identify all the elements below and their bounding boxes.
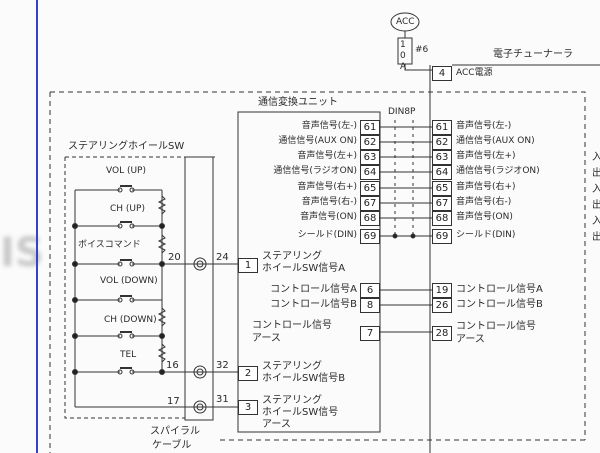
unit-pin: 61 [360, 120, 380, 135]
unit-signal-label: 音声信号(右-) [301, 197, 357, 207]
pin-20: 20 [168, 252, 181, 263]
unit-pin-8: 8 [360, 298, 380, 313]
unit-pin: 69 [360, 229, 380, 244]
unit-title: 通信変換ユニット [258, 97, 338, 108]
tuner-signal-label: 音声信号(右+) [456, 182, 516, 192]
button-voice-command: ボイスコマンド [78, 240, 141, 250]
steering-a-label: ステアリング [262, 251, 322, 262]
unit-pin: 65 [360, 181, 380, 196]
steering-switch-title: ステアリングホイールSW [68, 141, 185, 152]
tuner-acc-label: ACC電源 [456, 68, 493, 78]
tuner-pin-26: 26 [432, 298, 452, 313]
control-gnd-label: コントロール信号 [252, 320, 332, 331]
unit-pin: 63 [360, 150, 380, 165]
pin-17: 17 [167, 396, 180, 407]
tuner-control-gnd-label: コントロール信号 [456, 321, 536, 332]
tuner-control-a-label: コントロール信号A [456, 284, 543, 295]
tuner-title: 電子チューナーラ [493, 49, 573, 60]
fuse-rating: 10A [400, 40, 407, 72]
unit-signal-label: シールド(DIN) [297, 230, 357, 240]
unit-signal-label: 音声信号(左-) [301, 121, 357, 131]
spiral-cable-label: スパイラル [150, 426, 200, 437]
tuner-pin-28: 28 [432, 326, 452, 341]
steering-dashed-box [64, 156, 215, 419]
pin-32: 32 [216, 360, 229, 371]
unit-signal-label: 音声信号(右+) [297, 182, 357, 192]
tuner-control-gnd-label-2: アース [456, 334, 485, 345]
resistors [157, 195, 167, 363]
button-vol-down: VOL (DOWN) [100, 276, 158, 286]
tuner-pin: 65 [432, 181, 452, 196]
fuse-number: #6 [415, 45, 429, 55]
unit-pin-7: 7 [360, 326, 380, 341]
tuner-pin-19: 19 [432, 283, 452, 298]
din-wires [380, 120, 432, 239]
unit-pin-6: 6 [360, 283, 380, 298]
button-ch-up: CH (UP) [110, 204, 145, 214]
spiral-cable-box [184, 156, 214, 421]
tuner-pin: 61 [432, 120, 452, 135]
pin-16: 16 [166, 360, 179, 371]
side-text: 入出入出入出 [592, 152, 600, 243]
tuner-signal-label: 通信信号(ラジオON) [456, 166, 540, 176]
switch-rows [75, 185, 238, 408]
unit-pin-1: 1 [238, 258, 258, 273]
tuner-signal-label: 通信信号(AUX ON) [456, 136, 535, 146]
junction-dots [72, 223, 165, 375]
tuner-pin: 68 [432, 211, 452, 226]
tuner-pin: 64 [432, 165, 452, 180]
acc-label: ACC [396, 17, 415, 27]
tuner-pin: 69 [432, 229, 452, 244]
unit-pin: 67 [360, 196, 380, 211]
unit-pin-2: 2 [238, 366, 258, 381]
unit-signal-label: 通信信号(ラジオON) [273, 166, 357, 176]
tuner-signal-label: 音声信号(右-) [456, 197, 512, 207]
tuner-acc-pin: 4 [432, 66, 452, 81]
pin-31: 31 [216, 394, 229, 405]
tuner-signal-label: 音声信号(左-) [456, 121, 512, 131]
button-tel: TEL [120, 350, 137, 360]
tuner-signal-label: シールド(DIN) [456, 230, 516, 240]
button-ch-down: CH (DOWN) [104, 315, 157, 325]
din-connector-label: DIN8P [388, 107, 416, 117]
steering-b-label-2: ホイールSW信号B [262, 373, 346, 384]
outer-dashed-frame [49, 91, 586, 453]
tuner-pin: 63 [432, 150, 452, 165]
tuner-pin: 67 [432, 196, 452, 211]
tuner-pin: 62 [432, 135, 452, 150]
tuner-control-b-label: コントロール信号B [456, 299, 543, 310]
unit-pin: 62 [360, 135, 380, 150]
control-b-label: コントロール信号B [270, 299, 357, 310]
unit-pin-3: 3 [238, 400, 258, 415]
control-a-label: コントロール信号A [270, 284, 357, 295]
unit-pin: 64 [360, 165, 380, 180]
unit-pin: 68 [360, 211, 380, 226]
button-vol-up: VOL (UP) [106, 166, 146, 176]
steering-gnd-label-2: ホイールSW信号 [262, 407, 339, 418]
steering-gnd-label-3: アース [262, 419, 291, 430]
unit-signal-label: 通信信号(AUX ON) [278, 136, 357, 146]
steering-a-label-2: ホイールSW信号A [262, 263, 346, 274]
spiral-cable-label-2: ケーブル [152, 440, 192, 451]
spiral-coils [193, 257, 207, 414]
unit-signal-label: 音声信号(ON) [300, 212, 357, 222]
control-gnd-label-2: アース [252, 333, 281, 344]
steering-b-label: ステアリング [262, 361, 322, 372]
tuner-signal-label: 音声信号(ON) [456, 212, 513, 222]
tuner-signal-label: 音声信号(左+) [456, 151, 516, 161]
steering-gnd-label: ステアリング [262, 395, 322, 406]
unit-signal-label: 音声信号(左+) [297, 151, 357, 161]
pin-24: 24 [216, 252, 229, 263]
